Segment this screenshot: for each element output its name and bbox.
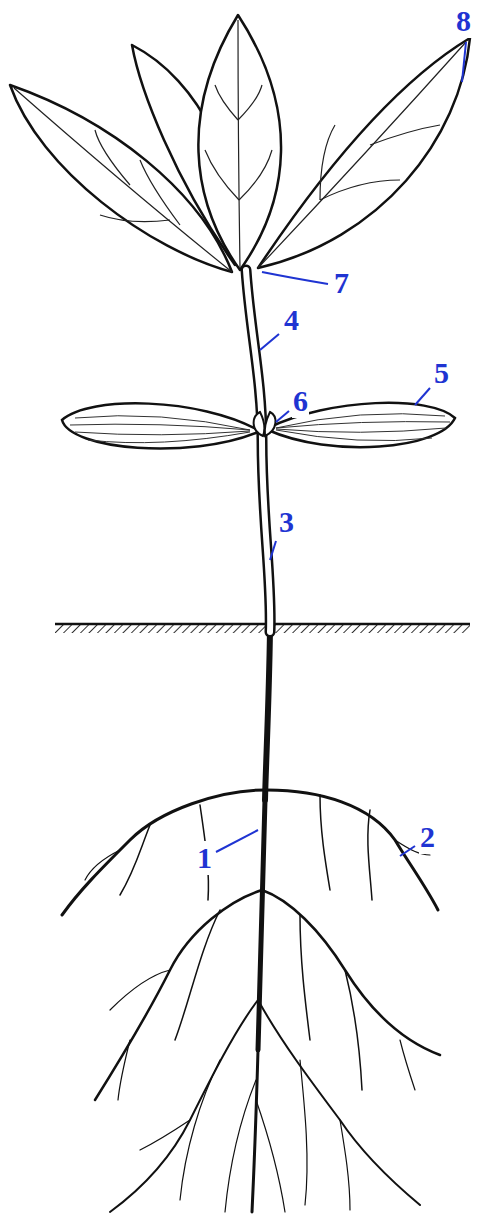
root — [300, 915, 310, 1040]
cotyledon-vein — [88, 432, 250, 443]
cotyledon-vein — [70, 424, 250, 430]
root — [256, 1100, 285, 1212]
cotyledon-vein — [276, 428, 446, 432]
root — [62, 790, 265, 915]
callout-number: 7 — [333, 266, 350, 300]
leader-line — [415, 388, 430, 405]
callout-number: 6 — [292, 384, 309, 418]
leader-line — [216, 42, 466, 856]
bud — [265, 412, 276, 436]
cotyledon-vein — [276, 430, 432, 441]
leaf — [198, 15, 281, 270]
root — [400, 1040, 415, 1090]
leaf-vein — [239, 150, 272, 200]
leaf-vein — [140, 160, 180, 225]
leaf — [258, 38, 470, 268]
soil-line — [55, 623, 470, 626]
bud — [254, 412, 276, 436]
root — [85, 850, 120, 880]
root — [95, 890, 262, 1100]
leaf — [10, 15, 470, 272]
leaf-vein — [320, 125, 335, 200]
root — [340, 1120, 350, 1210]
root — [320, 795, 330, 890]
root — [265, 630, 270, 800]
stem — [246, 270, 270, 632]
cotyledon-vein — [276, 422, 450, 428]
callout-number: 4 — [283, 303, 300, 337]
root — [175, 910, 220, 1040]
stem — [246, 270, 270, 632]
root — [262, 890, 440, 1055]
root — [62, 630, 440, 1212]
stem — [246, 270, 270, 632]
root — [252, 1050, 258, 1212]
leaf-vein — [320, 180, 400, 200]
leader-line — [216, 830, 258, 852]
leader-line — [260, 334, 279, 350]
leaf-vein — [205, 150, 239, 200]
leaf-vein — [370, 125, 440, 145]
root — [368, 810, 372, 900]
root — [258, 1000, 420, 1205]
leaf-vein — [258, 42, 466, 268]
leaf-vein — [100, 215, 170, 222]
root — [258, 800, 265, 1050]
soil-line — [55, 624, 470, 633]
leaf — [10, 85, 232, 272]
callout-number: 2 — [419, 820, 436, 854]
callout-number: 8 — [455, 4, 472, 38]
leader-line — [262, 272, 328, 284]
leaf-vein — [95, 130, 130, 185]
leader-line — [276, 411, 289, 422]
leaf-vein — [14, 20, 466, 272]
leader-line — [400, 846, 415, 856]
root — [118, 1040, 130, 1100]
root — [110, 1000, 258, 1212]
bud — [254, 412, 265, 436]
callout-number: 5 — [433, 356, 450, 390]
leaf-vein — [14, 88, 232, 272]
root — [140, 1120, 190, 1150]
root — [180, 1060, 220, 1200]
leaf-vein — [215, 85, 238, 120]
soil-line — [55, 624, 470, 633]
callout-number: 3 — [278, 505, 295, 539]
callout-number: 1 — [196, 841, 213, 875]
root — [300, 1060, 307, 1205]
root — [120, 825, 150, 895]
leaf-vein — [238, 20, 240, 268]
cotyledon — [62, 403, 258, 448]
leader-line — [462, 42, 466, 82]
root — [225, 1080, 256, 1212]
root — [345, 970, 362, 1090]
root — [110, 970, 170, 1010]
cotyledon-vein — [75, 431, 250, 435]
leaf-vein — [238, 85, 262, 120]
cotyledon — [62, 403, 455, 449]
root — [267, 790, 438, 910]
leader-line — [270, 541, 276, 560]
